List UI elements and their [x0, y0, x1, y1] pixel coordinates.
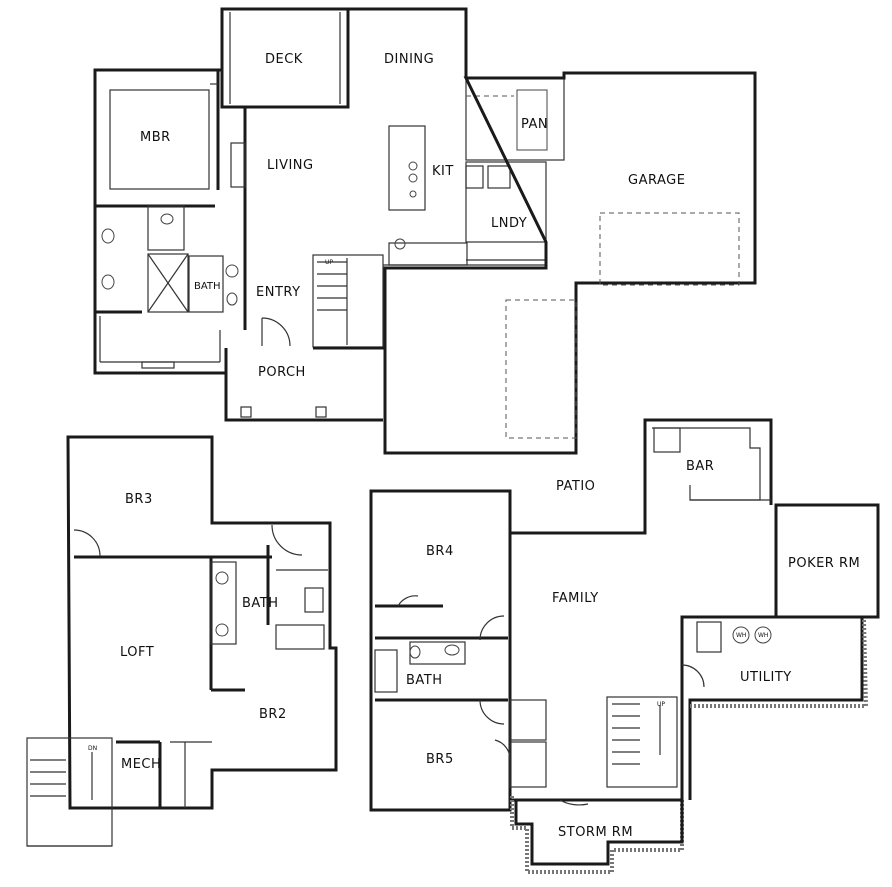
room-label-garage: GARAGE [628, 173, 685, 188]
room-label-porch: PORCH [258, 365, 306, 380]
room-label-dining: DINING [384, 52, 434, 67]
garage-walls [383, 71, 757, 455]
main-floor [93, 7, 757, 455]
main-stair [312, 254, 384, 348]
room-label-bath-main: BATH [194, 281, 221, 292]
room-label-pan: PAN [521, 117, 548, 132]
dining-walls [348, 7, 468, 78]
fixture-label-wh2: WH [758, 632, 768, 639]
foundation-hatch [690, 619, 869, 708]
room-label-br3: BR3 [125, 492, 153, 507]
lower-floor-walls [369, 489, 512, 812]
room-label-family: FAMILY [552, 591, 599, 606]
storm-rm-walls [514, 798, 684, 866]
lower-stair [606, 696, 678, 788]
room-label-loft: LOFT [120, 645, 154, 660]
room-label-utility: UTILITY [740, 670, 792, 685]
room-label-br4: BR4 [426, 544, 454, 559]
room-label-bar: BAR [686, 459, 714, 474]
room-label-mbr: MBR [140, 130, 171, 145]
room-label-lndy: LNDY [491, 216, 527, 231]
porch-walls [224, 348, 383, 422]
room-label-entry: ENTRY [256, 285, 301, 300]
room-labels: DECK DINING MBR LIVING KIT PAN GARAGE LN… [88, 52, 860, 840]
bar-walls [510, 418, 773, 535]
room-label-kit: KIT [432, 164, 454, 179]
stair-label-main-up: UP [325, 259, 333, 266]
stair-label-upper-dn: DN [88, 745, 97, 752]
room-label-poker-rm: POKER RM [788, 556, 860, 571]
fixture-label-wh1: WH [736, 632, 746, 639]
room-label-br5: BR5 [426, 752, 454, 767]
stair-label-lower-up: UP [657, 701, 665, 708]
upper-floor [26, 435, 338, 847]
room-label-deck: DECK [265, 52, 303, 67]
room-label-bath-lower: BATH [406, 673, 443, 688]
room-label-mech: MECH [121, 757, 161, 772]
lower-floor [369, 418, 880, 874]
upper-floor-walls [66, 435, 338, 810]
room-label-bath-upper: BATH [242, 596, 279, 611]
room-label-patio: PATIO [556, 479, 595, 494]
room-label-living: LIVING [267, 158, 314, 173]
mbr-walls [93, 68, 226, 375]
room-label-br2: BR2 [259, 707, 287, 722]
deck-walls [220, 7, 350, 109]
room-label-storm-rm: STORM RM [558, 825, 633, 840]
